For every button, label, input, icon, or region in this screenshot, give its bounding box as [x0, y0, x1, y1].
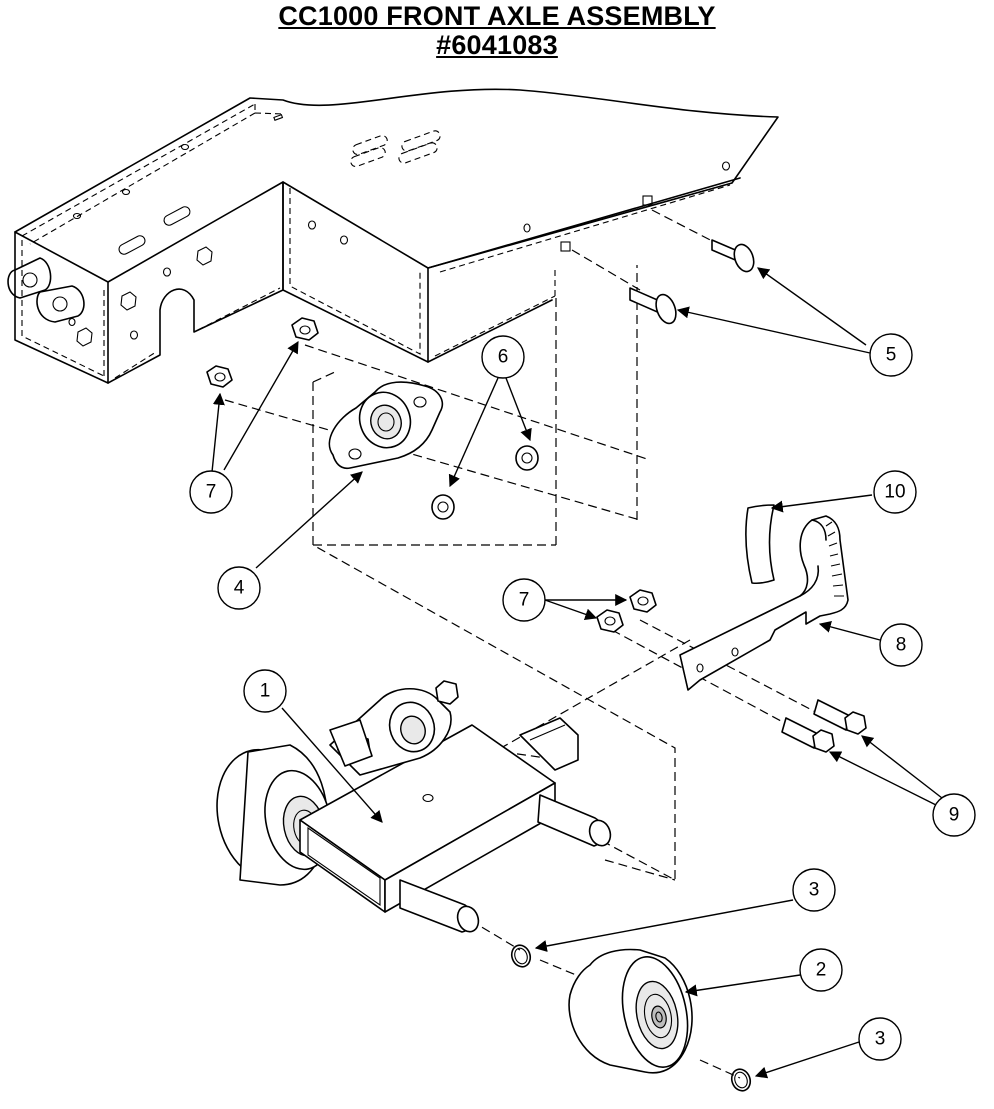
callout-7-lower-label: 7 [519, 590, 530, 611]
hex-nut-lower-bottom [596, 609, 624, 633]
callout-7-lower: 7 [502, 578, 546, 622]
hex-nut-upper-left [206, 365, 233, 388]
hex-bolt-lower [781, 717, 835, 753]
callout-7-upper-label: 7 [206, 482, 217, 503]
callout-3-upper: 3 [792, 868, 836, 912]
drawing-title: CC1000 FRONT AXLE ASSEMBLY [278, 1, 716, 31]
carriage-bolt-top [711, 239, 755, 273]
callout-2-label: 2 [816, 960, 827, 981]
callout-6-label: 6 [498, 347, 509, 368]
wheel [568, 948, 693, 1074]
hex-nut-lower-top [629, 589, 657, 613]
callout-4: 4 [217, 566, 261, 610]
callout-9-label: 9 [949, 805, 960, 826]
carriage-bolt-bottom [629, 287, 677, 325]
callout-10-label: 10 [884, 482, 905, 503]
callout-9: 9 [932, 793, 976, 837]
hex-nut-upper-right [291, 317, 319, 341]
chassis-frame [7, 88, 779, 384]
callout-7-upper: 7 [189, 470, 233, 514]
hex-bolt-upper [813, 699, 867, 735]
axle-assembly [216, 680, 612, 933]
callout-3-lower-label: 3 [875, 1029, 886, 1050]
callout-4-label: 4 [234, 578, 245, 599]
washer-left [431, 494, 455, 520]
decal-strip [745, 504, 775, 585]
leader-lines [211, 267, 943, 1079]
callout-10: 10 [873, 470, 917, 514]
callout-2: 2 [799, 948, 843, 992]
callout-1: 1 [243, 669, 287, 713]
callout-5: 5 [869, 333, 913, 377]
sector-gear-arm [679, 515, 849, 691]
callout-5-label: 5 [886, 345, 897, 366]
drawing-number: #6041083 [436, 30, 558, 60]
callout-8-label: 8 [896, 635, 907, 656]
snap-ring-lower [730, 1068, 752, 1092]
snap-ring-upper [510, 944, 532, 968]
washer-right [515, 445, 539, 471]
callout-8: 8 [879, 623, 923, 667]
callout-3-lower: 3 [858, 1017, 902, 1061]
callout-3-upper-label: 3 [809, 880, 820, 901]
callout-1-label: 1 [260, 681, 271, 702]
callout-6: 6 [481, 335, 525, 379]
flange-bearing [328, 381, 444, 470]
